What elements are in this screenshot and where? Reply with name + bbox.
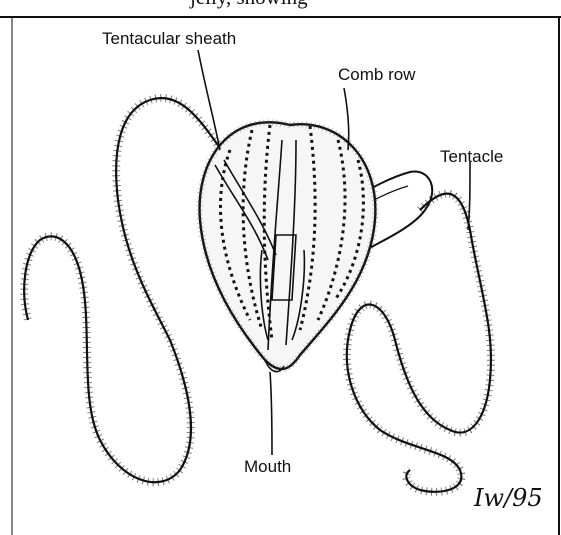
label-tentacle: Tentacle bbox=[440, 148, 503, 165]
label-comb-row: Comb row bbox=[338, 66, 415, 83]
leader-tentacle bbox=[468, 162, 470, 230]
label-mouth: Mouth bbox=[244, 458, 291, 475]
leader-tentacular-sheath bbox=[198, 50, 220, 150]
left-tentacle bbox=[24, 98, 220, 482]
leader-mouth bbox=[270, 372, 272, 455]
artist-signature: Iw/95 bbox=[474, 486, 543, 510]
label-tentacular-sheath: Tentacular sheath bbox=[102, 30, 236, 47]
